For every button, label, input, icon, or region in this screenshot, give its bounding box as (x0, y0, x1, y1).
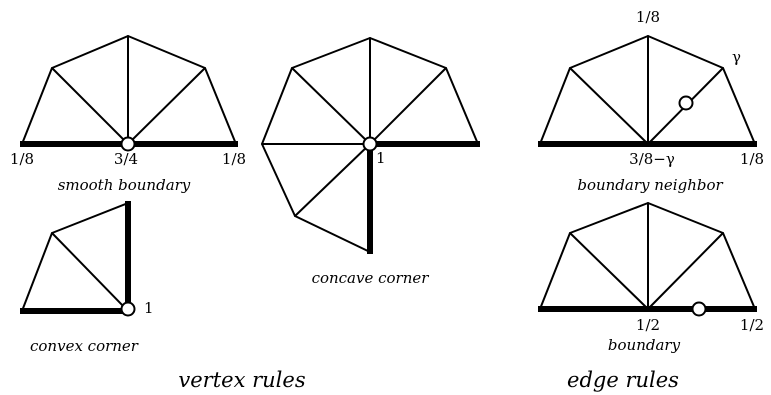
convex-corner-panel: 1 convex corner (20, 201, 154, 355)
weight-label-left: 1/8 (10, 150, 34, 168)
target-vertex (120, 301, 136, 317)
spoke (647, 232, 724, 310)
weight-label-corner: 1 (376, 149, 386, 167)
weight-label-center: 3/8−γ (629, 150, 675, 168)
spoke (294, 143, 371, 217)
caption-convex-corner: convex corner (30, 337, 139, 355)
section-title-vertex-rules: vertex rules (178, 368, 305, 392)
spoke (127, 67, 206, 145)
concave-corner-panel: 1 concave corner (261, 37, 480, 287)
spoke (51, 67, 129, 145)
new-edge-vertex (691, 301, 707, 317)
boundary-neighbor-panel: 1/8 γ 3/8−γ 1/8 boundary neighbor (538, 8, 764, 194)
target-vertex (362, 136, 378, 152)
spoke (51, 232, 129, 312)
spoke (569, 67, 649, 145)
weight-label-top: 1/8 (636, 8, 660, 26)
weight-label-gamma: γ (732, 48, 741, 66)
new-edge-vertex (678, 95, 694, 111)
weight-label-right: 1/2 (740, 316, 764, 334)
boundary-edge-panel: 1/2 1/2 boundary (538, 202, 764, 354)
caption-boundary-neighbor: boundary neighbor (577, 176, 723, 194)
weight-label-right: 1/8 (222, 150, 246, 168)
weight-label-right: 1/8 (740, 150, 764, 168)
weight-label-corner: 1 (144, 299, 154, 317)
caption-concave-corner: concave corner (312, 269, 430, 287)
spoke (291, 67, 371, 145)
weight-label-center: 1/2 (636, 316, 660, 334)
spoke (569, 232, 649, 310)
smooth-boundary-panel: 1/8 3/4 1/8 smooth boundary (10, 35, 246, 194)
spoke (369, 67, 447, 145)
caption-boundary: boundary (608, 336, 681, 354)
section-title-edge-rules: edge rules (567, 368, 679, 392)
target-vertex (120, 136, 136, 152)
weight-label-center: 3/4 (114, 150, 138, 168)
caption-smooth-boundary: smooth boundary (58, 176, 191, 194)
